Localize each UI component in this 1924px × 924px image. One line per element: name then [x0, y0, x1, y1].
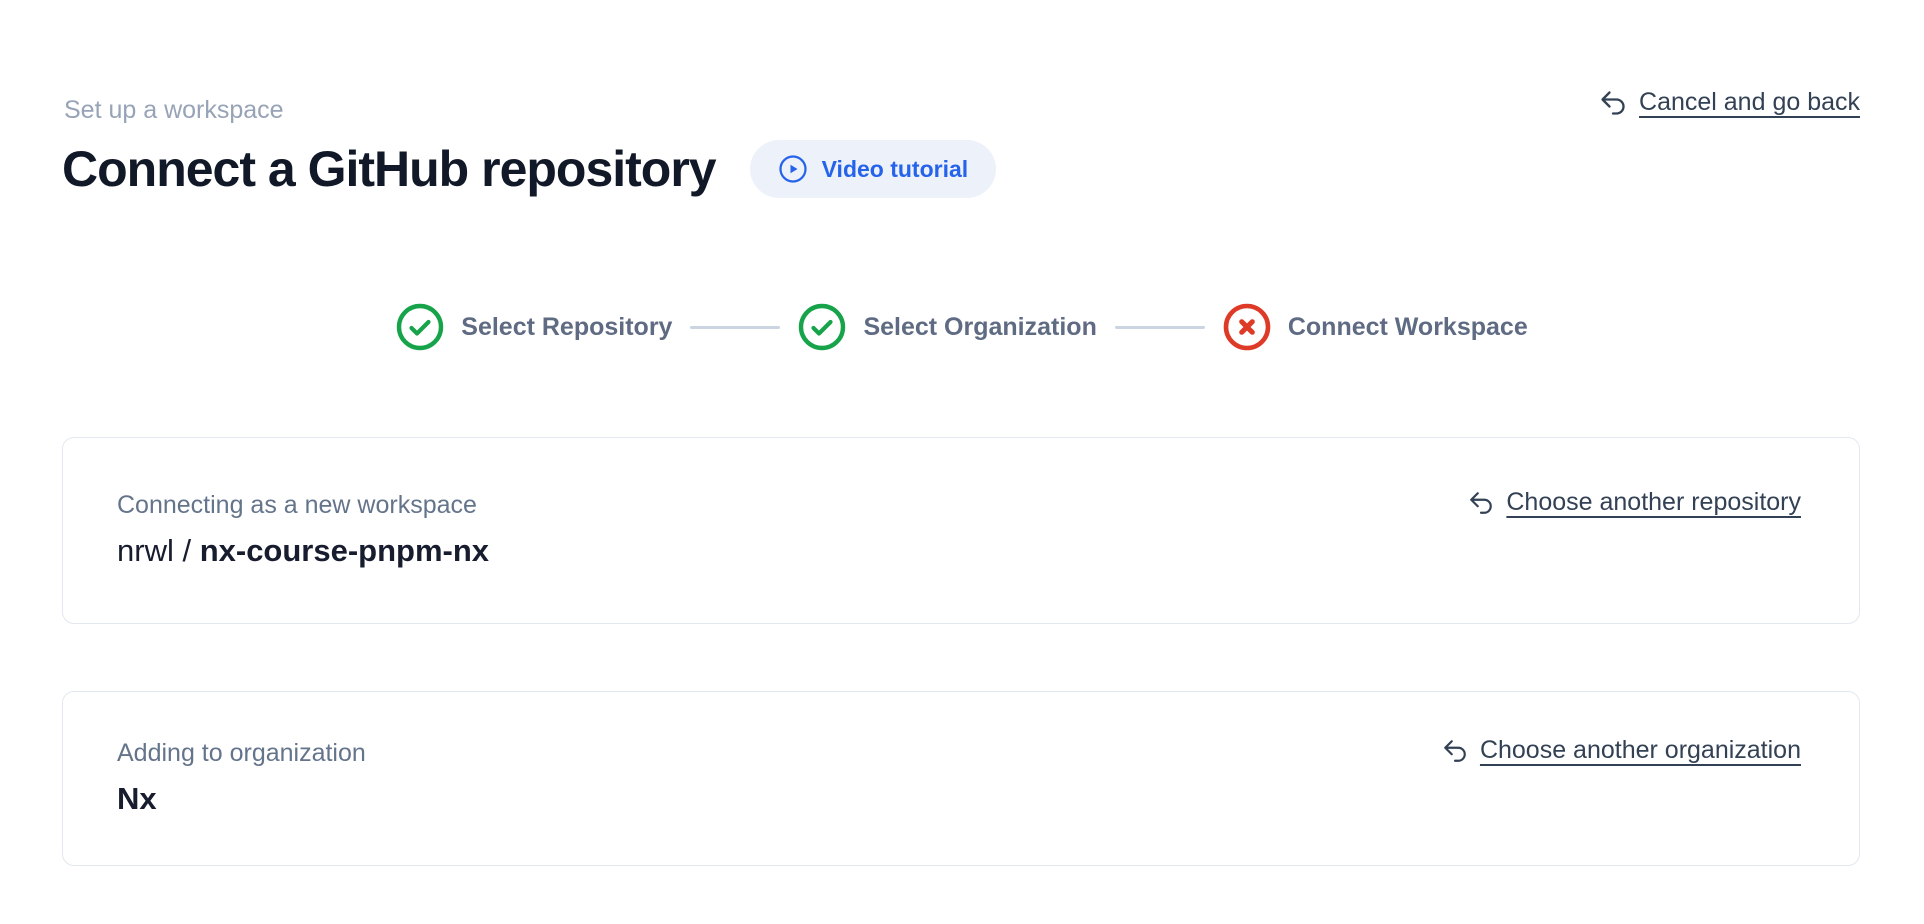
organization-name: Nx: [117, 781, 157, 816]
check-circle-icon: [397, 303, 444, 351]
video-tutorial-label: Video tutorial: [821, 155, 969, 182]
choose-another-organization-label: Choose another organization: [1479, 736, 1801, 764]
eyebrow-set-up-a-workspace: Set up a workspace: [64, 96, 284, 124]
step-select-organization: Select Organization: [798, 303, 1097, 351]
step-select-repository: Select Repository: [396, 303, 672, 351]
page-title: Connect a GitHub repository: [62, 141, 717, 197]
step-label-select-repository: Select Repository: [461, 312, 673, 341]
repository-owner: nrwl /: [117, 533, 200, 568]
organization-card: Adding to organization Nx Choose another…: [62, 691, 1860, 866]
organization-card-label: Adding to organization: [117, 739, 366, 767]
arrow-uturn-left-icon: [1601, 90, 1625, 115]
play-circle-icon: [779, 155, 807, 183]
stepper-connector: [1114, 325, 1205, 329]
x-circle-icon: [1223, 303, 1271, 351]
cancel-and-go-back-label: Cancel and go back: [1639, 88, 1860, 116]
arrow-uturn-left-icon: [1470, 491, 1493, 514]
step-label-select-organization: Select Organization: [863, 312, 1097, 341]
repository-name: nrwl / nx-course-pnpm-nx: [117, 531, 1799, 571]
stepper: Select Repository Select Organization Co…: [0, 303, 1924, 351]
cancel-and-go-back-link[interactable]: Cancel and go back: [1599, 88, 1860, 117]
step-connect-workspace: Connect Workspace: [1223, 303, 1528, 351]
arrow-uturn-left-icon: [1444, 739, 1466, 762]
step-label-connect-workspace: Connect Workspace: [1287, 312, 1528, 341]
choose-another-organization-link[interactable]: Choose another organization: [1442, 736, 1801, 765]
video-tutorial-button[interactable]: Video tutorial: [749, 140, 997, 198]
repository-card: Connecting as a new workspace nrwl / nx-…: [62, 437, 1860, 624]
check-circle-icon: [799, 303, 846, 351]
stepper-connector: [690, 325, 781, 329]
repository-repo-name: nx-course-pnpm-nx: [199, 533, 490, 568]
repository-card-label: Connecting as a new workspace: [117, 491, 477, 519]
title-row: Connect a GitHub repository Video tutori…: [62, 138, 997, 200]
choose-another-repository-link[interactable]: Choose another repository: [1468, 488, 1801, 517]
choose-another-repository-label: Choose another repository: [1506, 488, 1801, 516]
